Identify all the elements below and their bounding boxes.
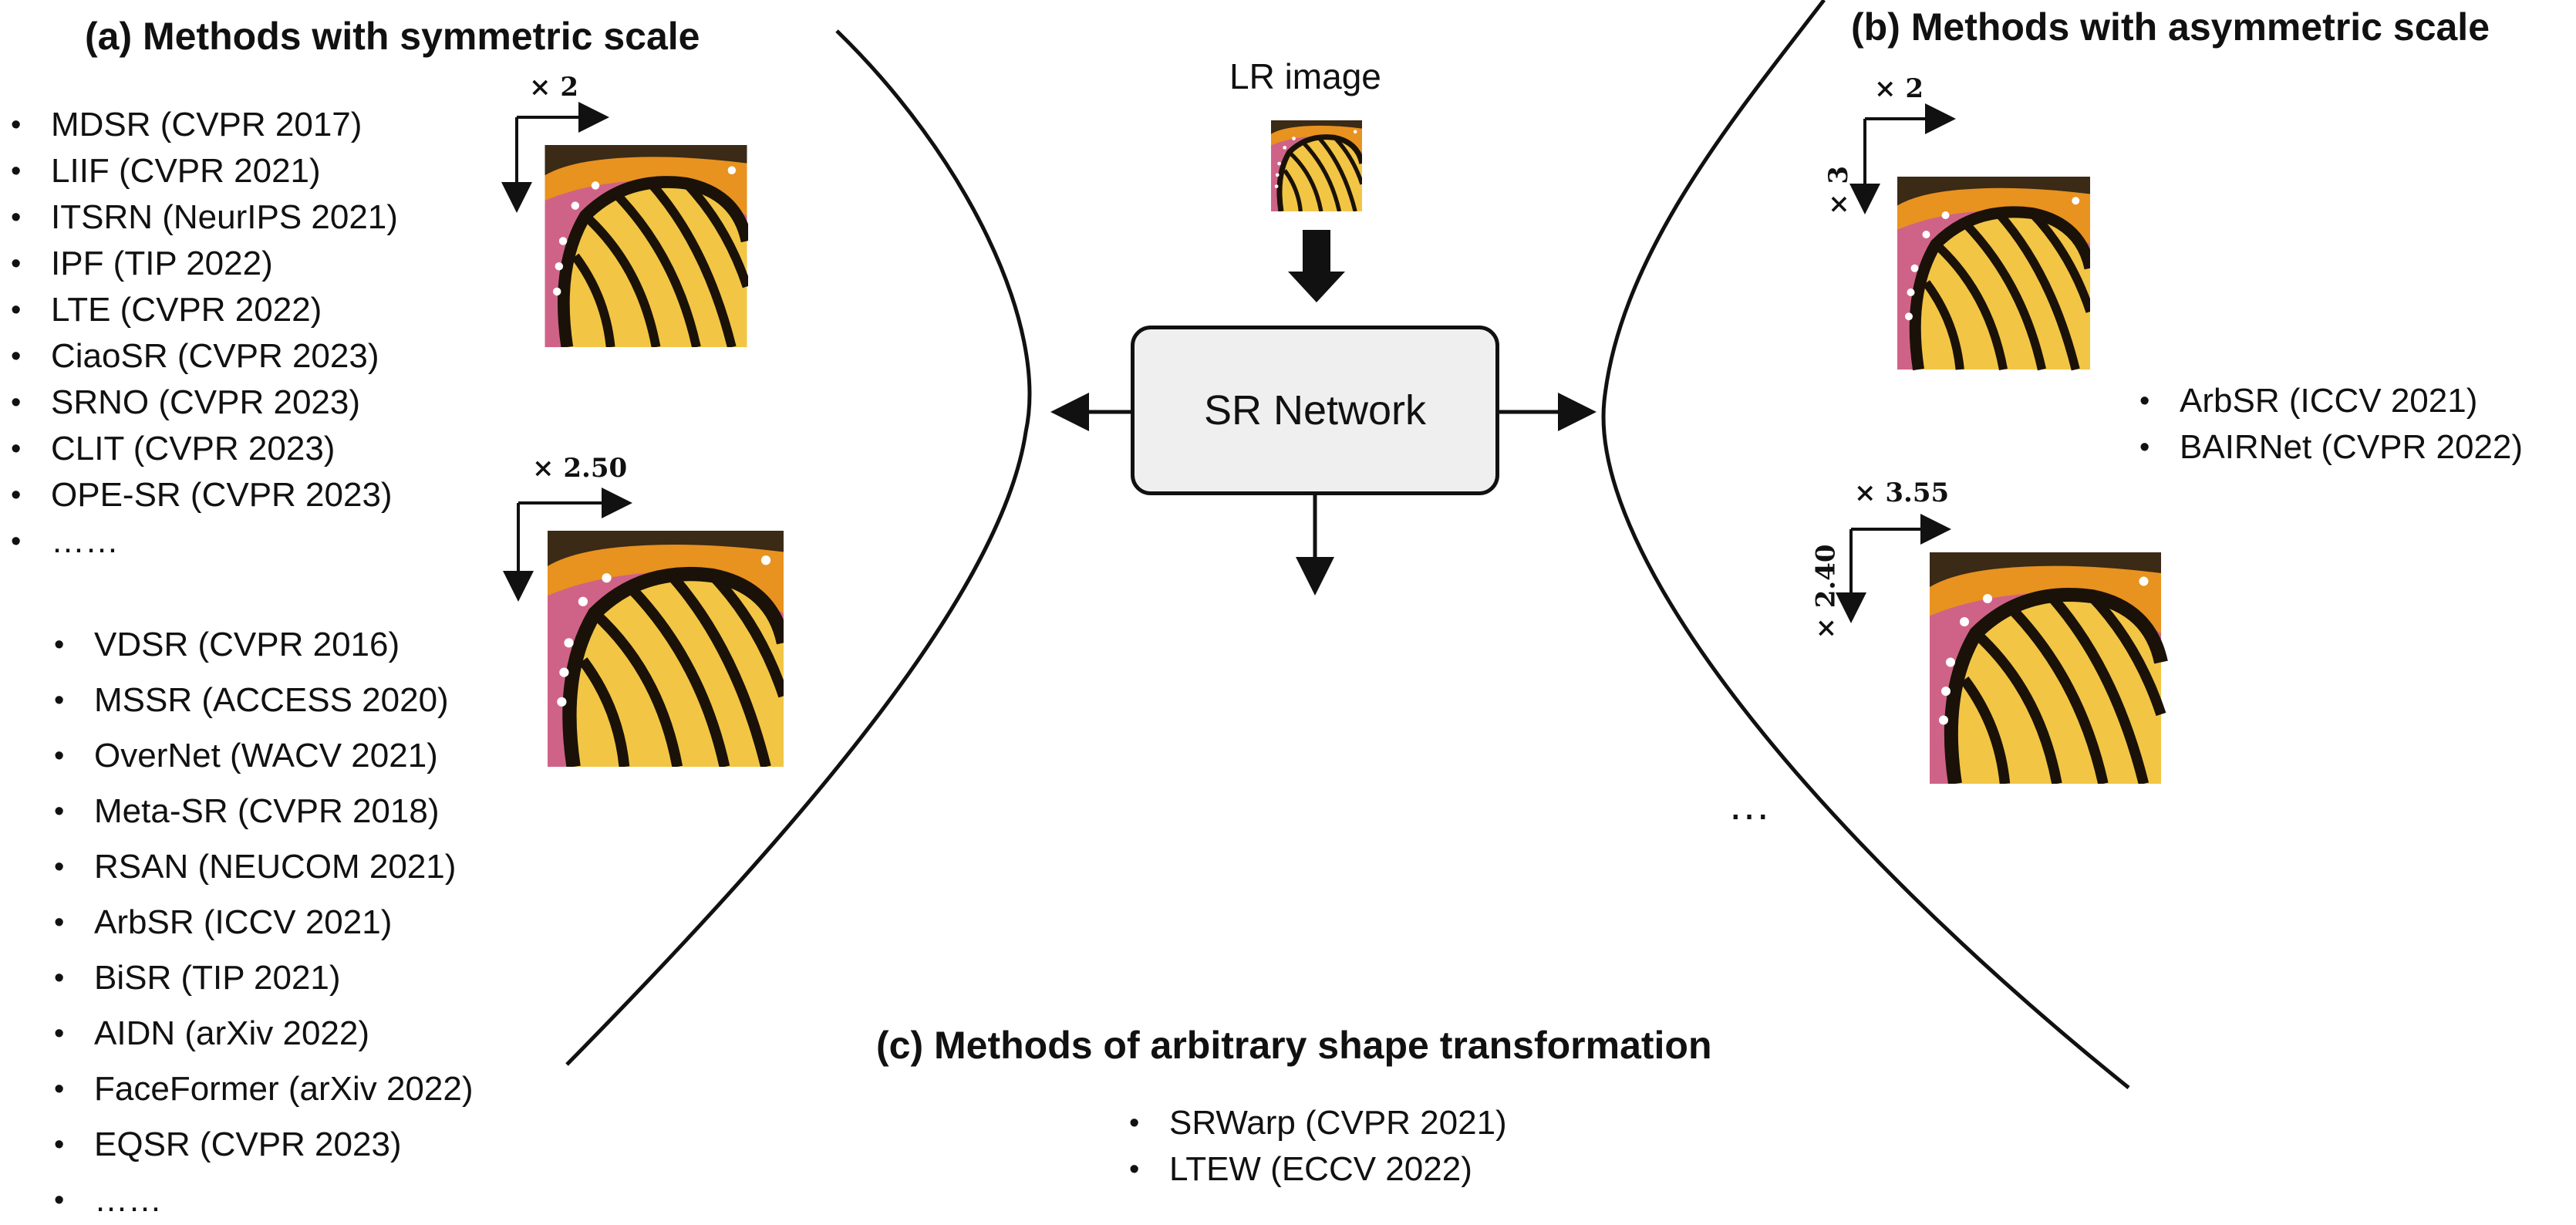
section-b-title: (b) Methods with asymmetric scale bbox=[1851, 5, 2490, 49]
asym-top-v-scale-label: × 3 bbox=[1822, 166, 1854, 215]
warp-example-diamond bbox=[1350, 698, 1586, 935]
list-item: FaceFormer (arXiv 2022) bbox=[54, 1061, 473, 1117]
list-item: SRWarp (CVPR 2021) bbox=[1129, 1100, 1507, 1146]
list-item: VDSR (CVPR 2016) bbox=[54, 617, 473, 673]
left-divider-curve bbox=[565, 29, 1032, 1066]
asym-bottom-v-scale-label: × 2.40 bbox=[1810, 544, 1842, 639]
lr-image-label: LR image bbox=[1229, 56, 1381, 96]
sym-bottom-scale-label: × 2.50 bbox=[532, 453, 628, 484]
sym-method-list-top: MDSR (CVPR 2017) LIIF (CVPR 2021) ITSRN … bbox=[11, 102, 398, 565]
list-item: ITSRN (NeurIPS 2021) bbox=[11, 194, 398, 241]
list-item: SRNO (CVPR 2023) bbox=[11, 380, 398, 426]
list-item: LIIF (CVPR 2021) bbox=[11, 148, 398, 194]
sym-bottom-example bbox=[503, 488, 784, 767]
asym-method-list: ArbSR (ICCV 2021) BAIRNet (CVPR 2022) bbox=[2139, 378, 2523, 471]
asym-top-h-scale-label: × 2 bbox=[1874, 73, 1924, 104]
sym-method-list-bottom: VDSR (CVPR 2016) MSSR (ACCESS 2020) Over… bbox=[54, 617, 473, 1225]
list-item: EQSR (CVPR 2023) bbox=[54, 1117, 473, 1173]
asym-bottom-example bbox=[1836, 514, 2161, 784]
list-item: OPE-SR (CVPR 2023) bbox=[11, 472, 398, 518]
list-item: IPF (TIP 2022) bbox=[11, 241, 398, 287]
asym-top-example bbox=[1849, 103, 2090, 370]
thick-down-arrow bbox=[1288, 230, 1345, 302]
section-a-title: (a) Methods with symmetric scale bbox=[85, 15, 700, 58]
list-item: OverNet (WACV 2021) bbox=[54, 728, 473, 784]
list-item: …… bbox=[11, 518, 398, 565]
list-item: …… bbox=[54, 1173, 473, 1225]
asym-bottom-h-scale-label: × 3.55 bbox=[1854, 478, 1950, 508]
list-item: Meta-SR (CVPR 2018) bbox=[54, 784, 473, 839]
sym-top-scale-label: × 2 bbox=[529, 72, 578, 103]
list-item: RSAN (NEUCOM 2021) bbox=[54, 839, 473, 895]
list-item: BiSR (TIP 2021) bbox=[54, 950, 473, 1006]
section-c-title: (c) Methods of arbitrary shape transform… bbox=[876, 1024, 1712, 1067]
arbitrary-method-list: SRWarp (CVPR 2021) LTEW (ECCV 2022) bbox=[1129, 1100, 1507, 1193]
list-item: BAIRNet (CVPR 2022) bbox=[2139, 424, 2523, 471]
warp-ellipsis: … bbox=[1728, 780, 1774, 828]
list-item: LTE (CVPR 2022) bbox=[11, 287, 398, 333]
sr-network-box: SR Network bbox=[1131, 326, 1499, 495]
list-item: ArbSR (ICCV 2021) bbox=[2139, 378, 2523, 424]
list-item: ArbSR (ICCV 2021) bbox=[54, 895, 473, 950]
right-divider-curve bbox=[1601, 0, 2130, 1089]
list-item: LTEW (ECCV 2022) bbox=[1129, 1146, 1507, 1193]
list-item: AIDN (arXiv 2022) bbox=[54, 1006, 473, 1061]
list-item: CiaoSR (CVPR 2023) bbox=[11, 333, 398, 380]
list-item: MSSR (ACCESS 2020) bbox=[54, 673, 473, 728]
list-item: MDSR (CVPR 2017) bbox=[11, 102, 398, 148]
lr-image-thumbnail bbox=[1271, 120, 1362, 211]
list-item: CLIT (CVPR 2023) bbox=[11, 426, 398, 472]
warp-example-trapezoid bbox=[938, 698, 1185, 946]
sym-top-example bbox=[501, 102, 747, 347]
